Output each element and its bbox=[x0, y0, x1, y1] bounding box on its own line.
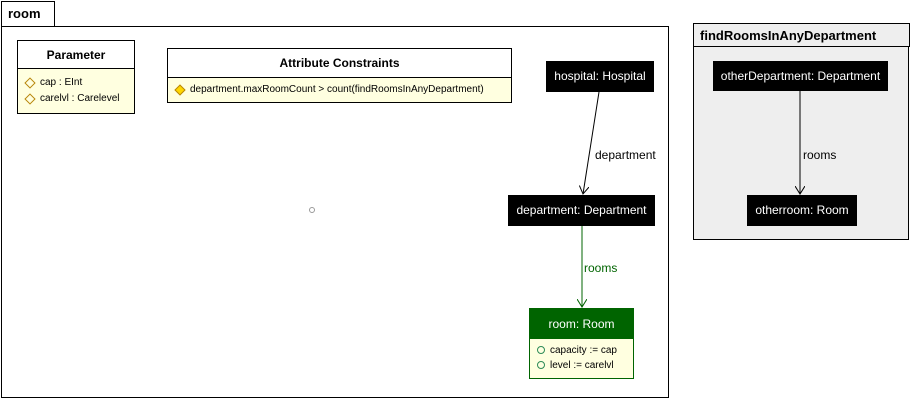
department-room-edge-label: rooms bbox=[584, 261, 618, 275]
find-rooms-package-tab: findRoomsInAnyDepartment bbox=[693, 23, 910, 47]
room-node-header: room: Room bbox=[530, 309, 633, 339]
hospital-node[interactable]: hospital: Hospital bbox=[546, 61, 654, 92]
attribute-constraints-box: Attribute Constraints department.maxRoom… bbox=[167, 48, 512, 103]
parameter-label: cap : EInt bbox=[40, 77, 83, 88]
constraint-label: department.maxRoomCount > count(findRoom… bbox=[190, 84, 484, 95]
room-attribute-label: capacity := cap bbox=[550, 345, 617, 356]
attribute-circle-icon bbox=[537, 361, 545, 369]
room-attribute-row: level := carelvl bbox=[530, 358, 633, 373]
room-attribute-row: capacity := cap bbox=[530, 343, 633, 358]
attribute-constraints-header: Attribute Constraints bbox=[168, 49, 511, 78]
room-node[interactable]: room: Room capacity := cap level := care… bbox=[529, 308, 634, 379]
parameter-row: cap : EInt bbox=[18, 75, 134, 91]
parameter-box: Parameter cap : EInt carelvl : Carelevel bbox=[17, 40, 135, 114]
room-attribute-label: level := carelvl bbox=[550, 360, 614, 371]
find-rooms-edge-label: rooms bbox=[803, 148, 837, 162]
other-room-node[interactable]: otherroom: Room bbox=[747, 195, 857, 226]
parameter-row: carelvl : Carelevel bbox=[18, 91, 134, 107]
department-node[interactable]: department: Department bbox=[508, 195, 655, 226]
anchor-circle-icon bbox=[309, 207, 315, 213]
hospital-department-edge bbox=[583, 91, 600, 194]
parameter-label: carelvl : Carelevel bbox=[40, 93, 120, 104]
hospital-department-edge-label: department bbox=[595, 148, 656, 162]
room-package-tab: room bbox=[1, 1, 55, 27]
parameter-header: Parameter bbox=[18, 41, 134, 69]
constraint-row: department.maxRoomCount > count(findRoom… bbox=[168, 82, 511, 98]
attribute-circle-icon bbox=[537, 346, 545, 354]
other-department-node[interactable]: otherDepartment: Department bbox=[713, 61, 888, 91]
